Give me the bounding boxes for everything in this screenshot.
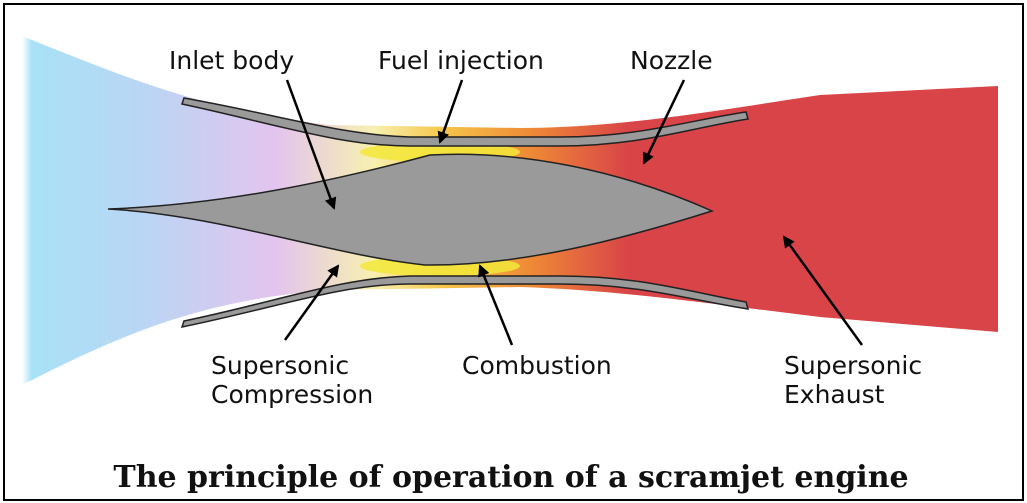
arrow-combustion <box>478 264 514 346</box>
label-supersonic-exhaust-line1: Supersonic <box>784 351 922 380</box>
label-nozzle: Nozzle <box>630 46 713 75</box>
inlet-body <box>107 153 715 266</box>
arrow-supersonic-compression <box>283 264 340 341</box>
lower-cowl <box>180 275 750 328</box>
label-inlet-body: Inlet body <box>169 46 294 75</box>
upper-cowl <box>181 97 749 147</box>
arrow-supersonic-exhaust <box>782 235 864 346</box>
diagram-caption: The principle of operation of a scramjet… <box>113 460 908 495</box>
label-supersonic-exhaust-line2: Exhaust <box>784 380 885 409</box>
label-combustion: Combustion <box>462 351 612 380</box>
arrow-inlet-body <box>285 79 337 210</box>
label-supersonic-compression-line1: Supersonic <box>211 351 349 380</box>
arrow-nozzle <box>642 79 686 165</box>
arrow-fuel-injection <box>437 79 464 144</box>
label-supersonic-compression-line2: Compression <box>211 380 373 409</box>
label-fuel-injection: Fuel injection <box>378 46 544 75</box>
